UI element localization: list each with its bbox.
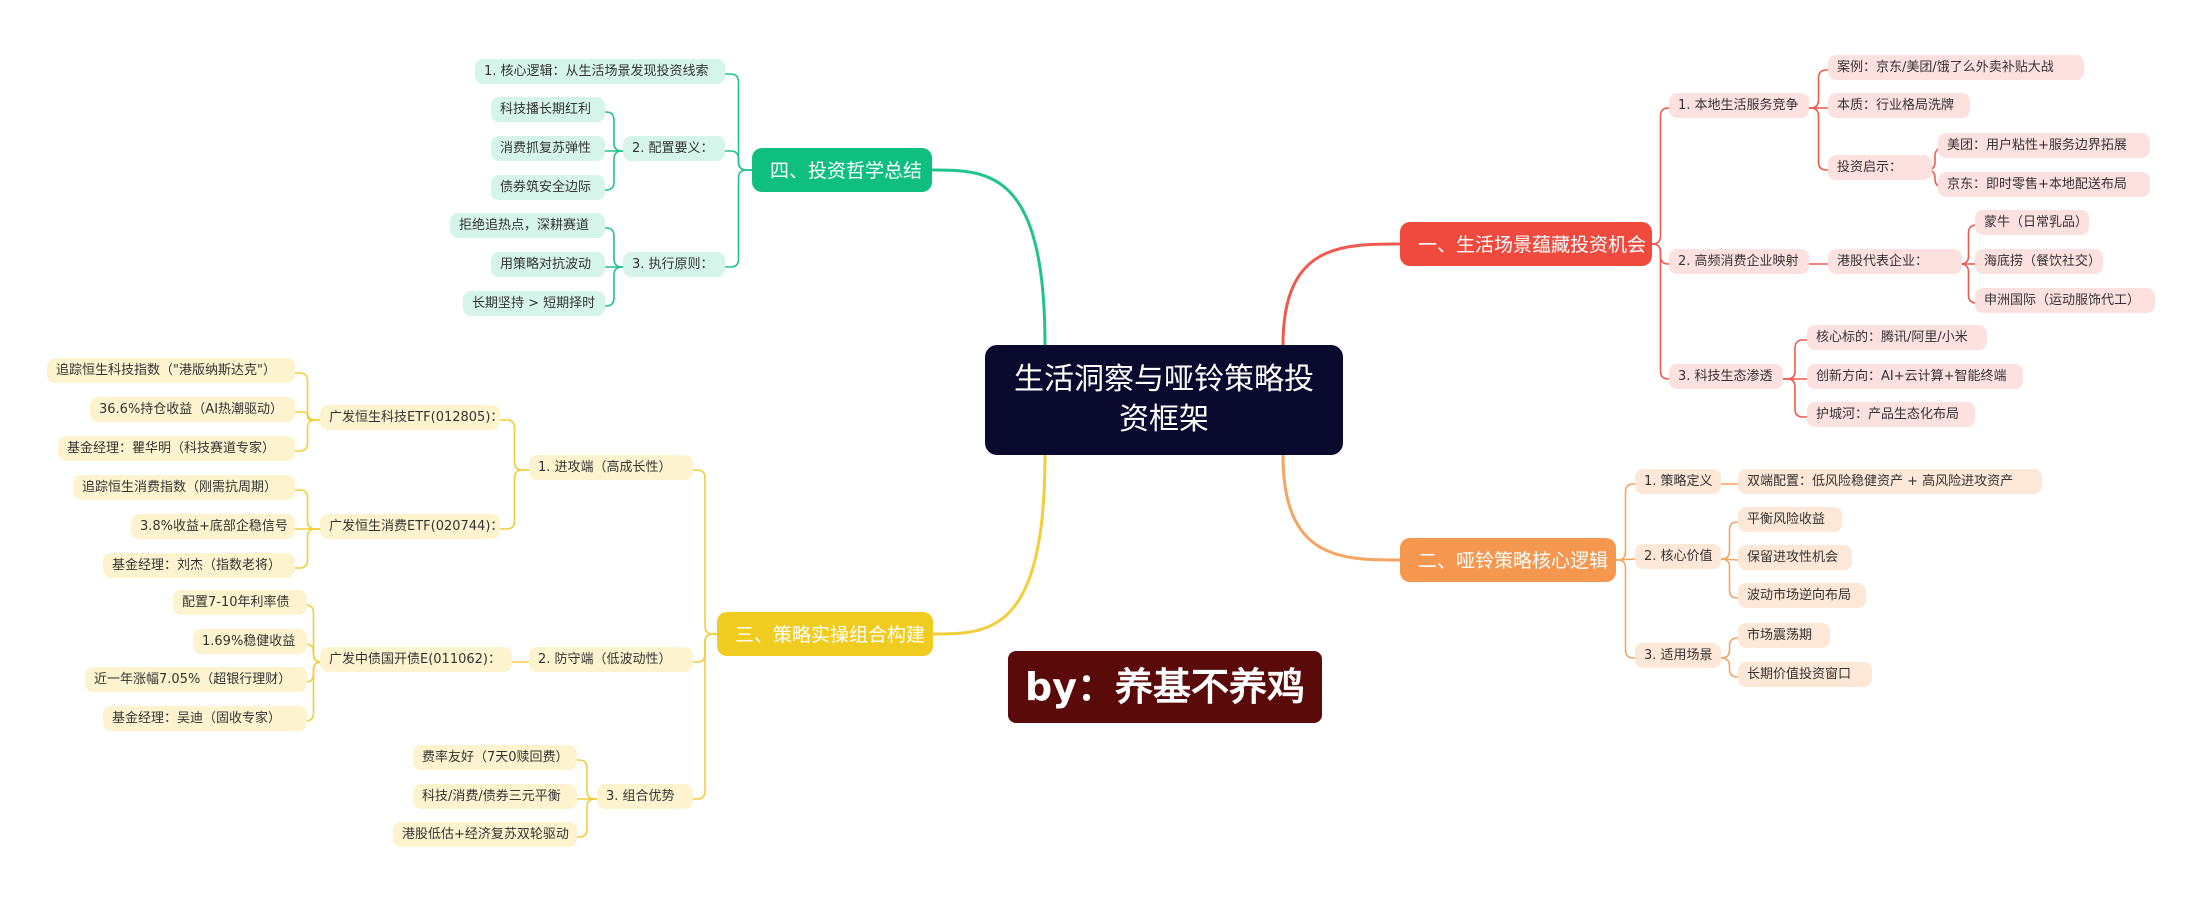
sub-node: 2. 防守端（低波动性） [529, 647, 693, 672]
sub-connector [693, 633, 717, 800]
leaf-node: 费率友好（7天0赎回费） [413, 745, 577, 770]
branch-node-1: 一、生活场景蕴藏投资机会 [1400, 222, 1652, 266]
leaf-connector [605, 266, 623, 307]
leaf-connector [1721, 657, 1738, 678]
leaf-connector [1809, 107, 1828, 171]
leaf-connector [605, 111, 623, 152]
leaf-node: 债券筑安全边际 [491, 175, 605, 200]
branch-node-3: 三、策略实操组合构建 [717, 612, 933, 656]
leaf-node: 长期坚持 > 短期择时 [463, 291, 605, 316]
leaf-node: 保留进攻性机会 [1738, 545, 1852, 570]
sub-connector [1652, 243, 1669, 380]
leaf-node: 长期价值投资窗口 [1738, 662, 1872, 687]
sub-node: 3. 适用场景 [1635, 643, 1721, 668]
leaf-connector [1721, 637, 1738, 659]
leaf-node: 创新方向：AI+云计算+智能终端 [1807, 364, 2023, 389]
sub-connector [725, 150, 752, 171]
sub-node: 2. 配置要义： [623, 136, 725, 161]
leaf-connector [577, 798, 597, 838]
leaf-connector [1809, 69, 1828, 109]
leaf-node: 追踪恒生科技指数（"港版纳斯达克"） [47, 358, 295, 383]
leaf-node: 36.6%持仓收益（AI热潮驱动） [90, 397, 295, 422]
leaf-connector [295, 411, 320, 421]
leaf-connector [577, 759, 597, 800]
sub-connector [725, 169, 752, 268]
leaf-node: 消费抓复苏弹性 [491, 136, 605, 161]
leaf-node: 市场震荡期 [1738, 623, 1830, 648]
leaf-node: 港股代表企业： [1828, 249, 1962, 274]
branch-curve-2 [1281, 454, 1401, 562]
leaf-connector [305, 643, 322, 663]
sub-node: 3. 组合优势 [597, 784, 693, 809]
branch-node-2: 二、哑铃策略核心逻辑 [1400, 538, 1616, 582]
leaf-node: 案例：京东/美团/饿了么外卖补贴大战 [1828, 55, 2084, 80]
leaf-node: 核心标的：腾讯/阿里/小米 [1807, 325, 1987, 350]
leaf-node: 基金经理：刘杰（指数老将） [103, 553, 295, 578]
sub-connector [1616, 559, 1635, 659]
leaf-node: 科技播长期红利 [491, 97, 605, 122]
sub-node: 2. 高频消费企业映射 [1669, 249, 1809, 274]
leaf-connector [295, 419, 320, 452]
leaf-node: 海底捞（餐饮社交） [1975, 249, 2103, 274]
leaf-node: 追踪恒生消费指数（刚需抗周期） [73, 475, 295, 500]
sub-node: 1. 策略定义 [1635, 469, 1721, 494]
leaf-node: 3.8%收益+底部企稳信号 [131, 514, 295, 539]
leaf-node: 基金经理：瞿华明（科技赛道专家） [58, 436, 295, 461]
leaf-node: 波动市场逆向布局 [1738, 583, 1866, 608]
sub-node: 1. 核心逻辑：从生活场景发现投资线索 [475, 59, 725, 84]
branch-curve-3 [932, 454, 1047, 636]
sub-node: 2. 核心价值 [1635, 544, 1721, 569]
leaf-connector [500, 469, 529, 530]
sub-node: 1. 本地生活服务竞争 [1669, 93, 1809, 118]
leaf-node: 蒙牛（日常乳品） [1975, 210, 2089, 235]
leaf-connector [605, 150, 623, 191]
leaf-node: 美团：用户粘性+服务边界拓展 [1938, 133, 2150, 158]
sub-connector [1616, 483, 1635, 561]
leaf-node: 投资启示： [1828, 155, 1932, 180]
leaf-node: 科技/消费/债券三元平衡 [413, 784, 577, 809]
leaf-node: 配置7-10年利率债 [173, 590, 307, 615]
sub-node: 3. 科技生态渗透 [1669, 364, 1783, 389]
leaf-node: 港股低估+经济复苏双轮驱动 [393, 822, 577, 847]
leaf-node: 广发恒生消费ETF(020744)： [320, 514, 503, 539]
leaf-connector [1721, 558, 1738, 599]
leaf-node: 京东：即时零售+本地配送布局 [1938, 172, 2150, 197]
leaf-connector [1783, 339, 1807, 380]
leaf-node: 近一年涨幅7.05%（超银行理财） [85, 667, 307, 692]
branch-curve-1 [1281, 242, 1401, 346]
leaf-connector [1960, 263, 1977, 304]
branch-curve-4 [931, 168, 1047, 346]
sub-connector [693, 469, 717, 635]
leaf-connector [1783, 378, 1807, 418]
leaf-connector [500, 419, 529, 471]
leaf-node: 1.69%稳健收益 [193, 629, 307, 654]
leaf-node: 拒绝追热点，深耕赛道 [450, 213, 605, 238]
leaf-node: 用策略对抗波动 [491, 252, 605, 277]
leaf-node: 广发中债国开债E(011062)： [320, 647, 512, 672]
branch-node-4: 四、投资哲学总结 [752, 148, 932, 192]
leaf-connector [1721, 521, 1738, 560]
leaf-connector [305, 661, 322, 722]
leaf-connector [295, 489, 320, 530]
sub-node: 3. 执行原则： [623, 252, 725, 277]
sub-node: 1. 进攻端（高成长性） [529, 455, 693, 480]
author-badge: by：养基不养鸡哦 [1008, 651, 1322, 781]
leaf-node: 护城河：产品生态化布局 [1807, 402, 1975, 427]
leaf-node: 平衡风险收益 [1738, 507, 1842, 532]
leaf-node: 双端配置：低风险稳健资产 + 高风险进攻资产 [1738, 469, 2042, 494]
leaf-node: 广发恒生科技ETF(012805)： [320, 405, 503, 430]
sub-connector [1652, 107, 1669, 245]
leaf-node: 基金经理：吴迪（固收专家） [103, 706, 307, 731]
leaf-connector [605, 227, 623, 268]
leaf-connector [295, 528, 320, 569]
leaf-node: 本质：行业格局洗牌 [1828, 93, 1970, 118]
root-node: 生活洞察与哑铃策略投资框架 [985, 345, 1343, 455]
leaf-node: 申洲国际（运动服饰代工） [1975, 288, 2155, 313]
